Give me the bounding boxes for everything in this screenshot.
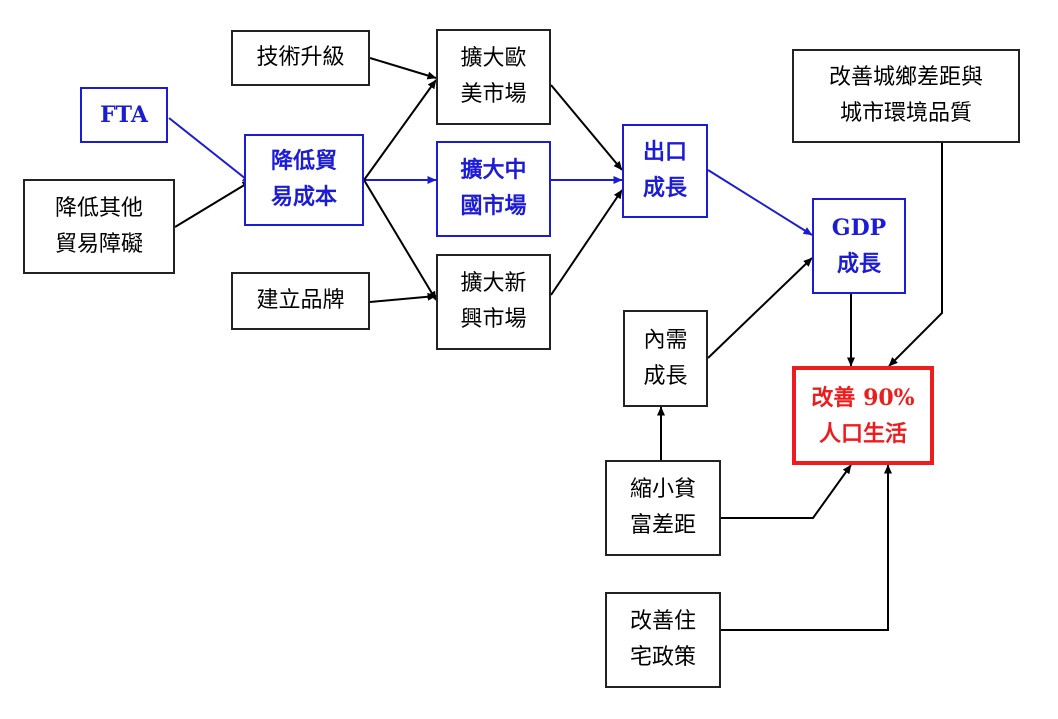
node-reduce-trade-cost: 降低貿 易成本 [244, 134, 364, 226]
arrow-barriers-to-trade-cost [174, 180, 252, 228]
arrow-export-to-gdp [707, 169, 813, 236]
arrow-urban-rural-to-life [888, 143, 943, 367]
node-expand-china-market: 擴大中 國市場 [436, 141, 551, 237]
arrow-tech-to-western [369, 57, 437, 80]
arrow-housing-to-life [721, 464, 892, 631]
arrow-trade-cost-to-emerging [363, 179, 437, 301]
node-urban-rural-environment: 改善城鄉差距與 城市環境品質 [792, 49, 1020, 143]
node-fta: FTA [80, 87, 168, 143]
node-reduce-other-barriers: 降低其他 貿易障礙 [23, 179, 175, 274]
arrow-domestic-to-gdp [707, 257, 813, 359]
arrow-brand-to-emerging [369, 292, 437, 303]
node-reduce-wealth-gap: 縮小貧 富差距 [605, 460, 721, 556]
node-expand-emerging-market: 擴大新 興市場 [436, 254, 551, 350]
arrow-western-to-export [550, 84, 623, 171]
arrow-trade-cost-to-western [363, 79, 437, 181]
node-expand-western-market: 擴大歐 美市場 [436, 29, 551, 125]
node-housing-policy: 改善住 宅政策 [605, 592, 721, 688]
node-export-growth: 出口 成長 [622, 124, 708, 218]
node-tech-upgrade: 技術升級 [231, 30, 370, 86]
arrow-fta-to-trade-cost [168, 117, 252, 184]
node-improve-life-90-percent: 改善 90% 人口生活 [792, 366, 934, 465]
node-build-brand: 建立品牌 [231, 272, 370, 330]
arrow-emerging-to-export [550, 189, 623, 296]
node-gdp-growth: GDP 成長 [812, 198, 906, 294]
node-domestic-demand-growth: 內需 成長 [623, 310, 708, 407]
arrow-wealth-gap-to-life [721, 464, 852, 519]
